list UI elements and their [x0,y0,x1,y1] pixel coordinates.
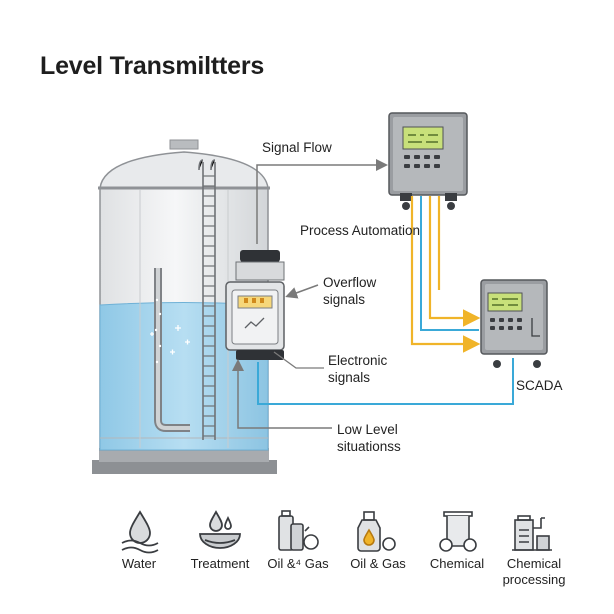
process-automation-label: Process Automation [300,223,421,238]
keypad-key [424,164,430,168]
keypad-key [490,318,495,322]
overflow-arrow [285,284,319,299]
scada-screen [487,292,523,312]
keypad-key [490,326,495,330]
panel-screen [402,126,444,150]
electronic-leader [273,351,324,369]
keypad-key [414,155,420,159]
overflow-signals-label: Overflow signals [323,275,377,307]
page-title: Level Transmiltters [40,52,265,80]
treatment-icon [199,510,241,549]
scada-label: SCADA [516,378,563,393]
signal-flow-arrow [256,159,388,244]
blue-signal-top [420,196,479,331]
chemical-beaker-icon [439,511,477,552]
keypad-key [414,164,420,168]
keypad-key [424,155,430,159]
sparkles [150,325,190,355]
signal-flow-label: Signal Flow [262,140,332,155]
keypad-key [404,164,410,168]
app-label-oil-gas-1: Oil &⁴ Gas [267,556,329,571]
bubbles [154,298,162,364]
transmitter-flange [236,350,284,360]
app-label-treatment: Treatment [190,556,250,571]
low-level-arrow [232,359,332,429]
level-transmitter [225,250,285,360]
water-drop-icon [121,510,159,554]
tank-base-plate [99,448,269,462]
app-label-chemical-processing: Chemical processing [502,556,566,587]
oil-jug-icon [357,511,396,552]
signal-lines [232,159,514,429]
tank-dome [99,151,269,189]
keypad-key [517,326,522,330]
keypad-key [517,318,522,322]
low-level-label: Low Level situationss [337,422,401,454]
oil-gas-cans-icon [278,510,319,551]
transmitter-cap [240,250,280,262]
keypad-key [499,318,504,322]
keypad-key [508,326,513,330]
tank-base [92,460,277,474]
tank-ladder [198,159,216,440]
keypad-key [404,155,410,159]
keypad-key [434,155,440,159]
yellow-signal-2 [428,196,481,327]
keypad-key [434,164,440,168]
app-label-chemical: Chemical [429,556,485,571]
blue-signal-bottom [257,358,514,405]
keypad-key [499,326,504,330]
yellow-signal-1 [410,196,481,353]
electronic-signals-label: Electronic signals [328,353,388,385]
scada-panel [480,279,548,368]
chemical-processing-icon [512,515,552,551]
keypad-key [508,318,513,322]
tank-hatch [169,139,199,150]
app-label-oil-gas-2: Oil & Gas [350,556,406,571]
app-label-water: Water [121,556,157,571]
process-automation-panel [388,112,468,210]
